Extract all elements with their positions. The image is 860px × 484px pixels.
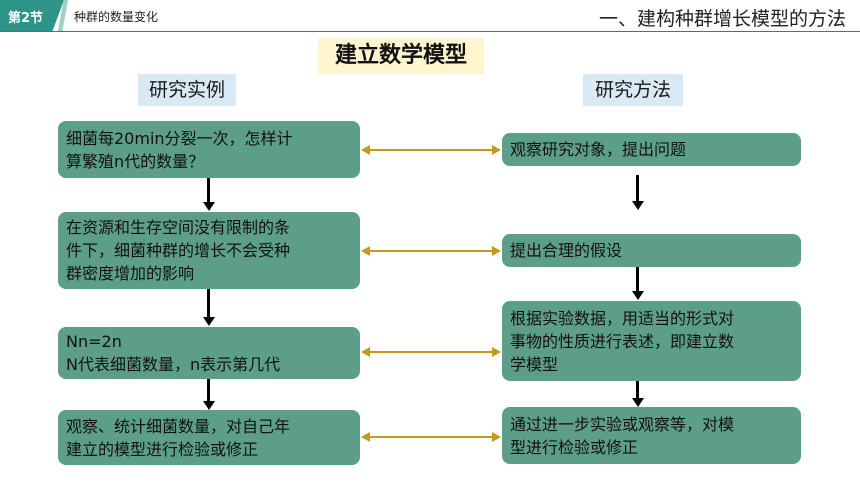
main-title: 建立数学模型 (318, 38, 484, 74)
left-step-2: 在资源和生存空间没有限制的条 件下，细菌种群的增长不会受种 群密度增加的影响 (58, 212, 360, 289)
section-tab (0, 0, 64, 31)
left-step-3: Nn=2n N代表细菌数量，n表示第几代 (58, 327, 360, 379)
left-step-1: 细菌每20min分裂一次，怎样计 算繁殖n代的数量？ (58, 121, 360, 178)
right-step-2: 提出合理的假设 (502, 234, 801, 267)
left-column-label: 研究实例 (138, 74, 236, 106)
section-tab-label: 第2节 (8, 11, 44, 26)
right-step-1: 观察研究对象，提出问题 (502, 133, 801, 166)
left-step-4: 观察、统计细菌数量，对自己年 建立的模型进行检验或修正 (58, 410, 360, 465)
right-step-3: 根据实验数据，用适当的形式对 事物的性质进行表述，即建立数 学模型 (502, 301, 801, 381)
section-title: 种群的数量变化 (74, 10, 159, 24)
tab-stripe (58, 0, 68, 31)
page-heading: 一、建构种群增长模型的方法 (598, 8, 846, 30)
right-step-4: 通过进一步实验或观察等，对模 型进行检验或修正 (502, 407, 801, 464)
header-divider (0, 31, 860, 32)
right-column-label: 研究方法 (583, 74, 683, 106)
